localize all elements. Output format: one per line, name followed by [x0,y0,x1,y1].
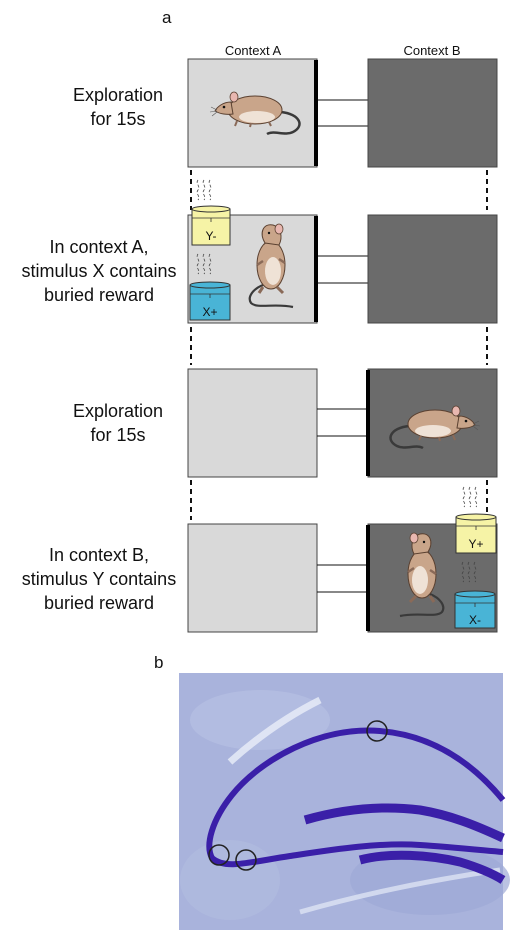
context-b-header: Context B [403,43,460,58]
row-1-text-line-2: for 15s [90,109,145,129]
cup-y: Y+ [455,513,497,554]
cup-y: Y- [191,205,231,246]
row-4-text-line-1: In context B, [49,545,149,565]
row-1: Exploration for 15s [73,58,498,168]
door [314,60,318,166]
cup-x: X+ [189,281,231,321]
row-1-text-line-1: Exploration [73,85,163,105]
steam-icon [196,179,212,201]
door [366,370,370,476]
recording-site-marker [366,720,388,742]
cup-x-label: X+ [202,305,217,319]
cup-y-label: Y+ [468,537,483,551]
door [366,525,370,631]
recording-site-marker [208,844,230,866]
histology-image [179,673,510,930]
recording-site-marker [235,849,257,871]
row-3-text-line-2: for 15s [90,425,145,445]
steam-icon [462,486,478,508]
row-4-text-line-2: stimulus Y contains [22,569,176,589]
row-2: In context A, stimulus X contains buried… [21,179,498,324]
context-a-header: Context A [225,43,282,58]
dotted-connectors [190,170,488,520]
panel-a-letter: a [162,8,172,27]
row-4: In context B, stimulus Y contains buried… [22,486,498,633]
cup-x-label: X- [469,613,481,627]
row-4-text-line-3: buried reward [44,593,154,613]
context-b-box [367,214,498,324]
row-3: Exploration for 15s [73,368,498,478]
context-b-box [367,58,498,168]
row-2-text-line-3: buried reward [44,285,154,305]
row-2-text-line-2: stimulus X contains [21,261,176,281]
door [314,216,318,322]
panel-b-letter: b [154,653,163,672]
cup-x: X- [454,590,496,629]
cup-y-label: Y- [206,229,217,243]
context-a-box [187,368,318,478]
row-3-text-line-1: Exploration [73,401,163,421]
row-2-text-line-1: In context A, [49,237,148,257]
context-a-box [187,523,318,633]
